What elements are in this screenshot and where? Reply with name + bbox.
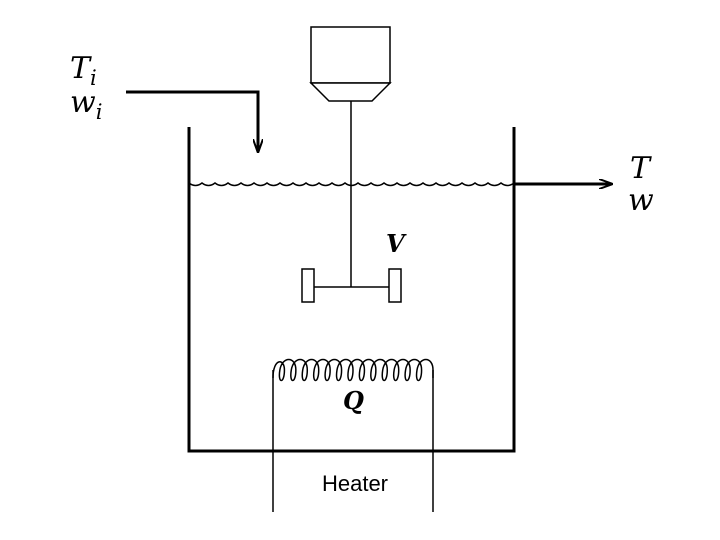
- outlet-flow-label: w: [628, 183, 654, 218]
- heater-label: Heater: [322, 471, 388, 496]
- inlet-temperature-label: Ti: [70, 51, 97, 90]
- inlet-pipe: [126, 90, 258, 152]
- heater-coil: [272, 358, 434, 512]
- heat-label: Q: [343, 386, 364, 415]
- stirrer-motor: [309, 26, 392, 102]
- inlet-flow-label: wi: [70, 85, 102, 124]
- outlet-temperature-label: T: [630, 151, 652, 186]
- tank-wall: [187, 127, 516, 453]
- stirrer-impeller: [301, 101, 402, 303]
- volume-label: V: [386, 229, 407, 258]
